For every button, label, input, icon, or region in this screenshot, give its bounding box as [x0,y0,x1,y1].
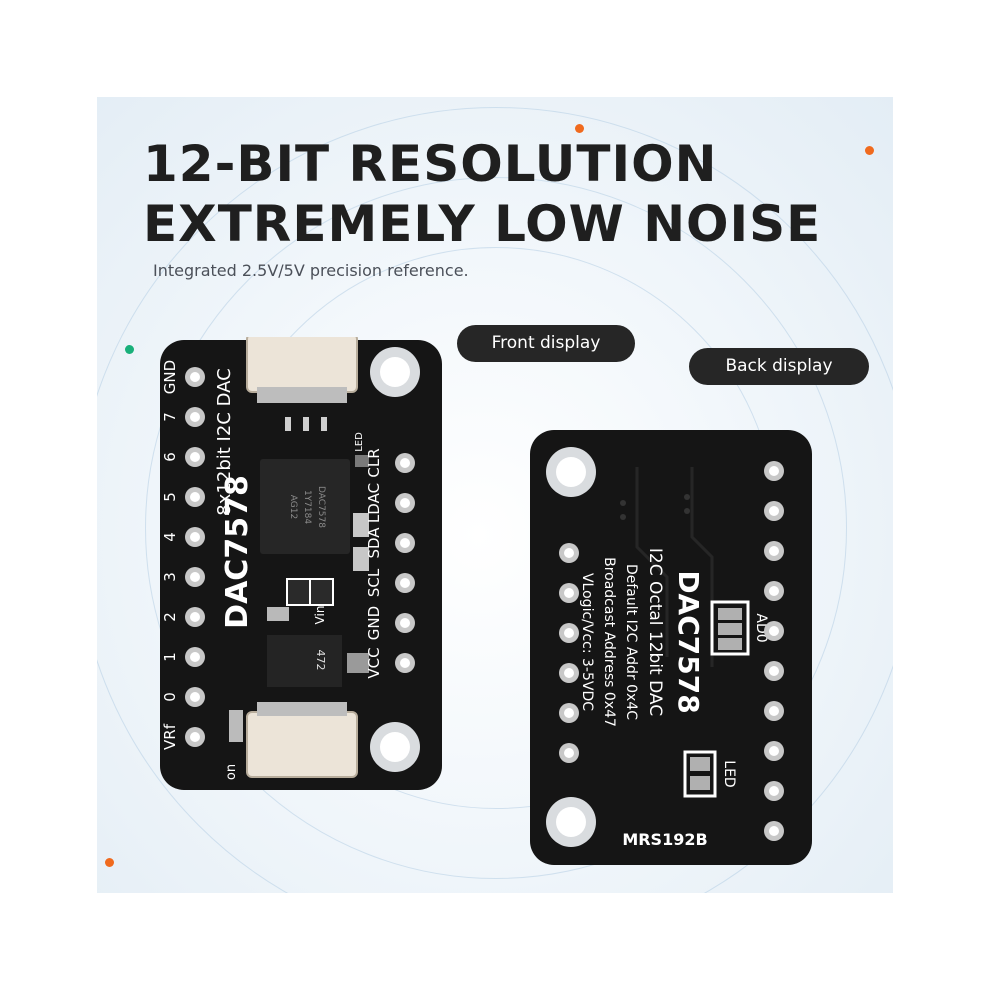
front-left-pin-label: VRf [161,723,179,750]
front-led-label: LED [354,432,365,452]
pin-hole [190,452,200,462]
front-left-pin-label: 4 [161,532,179,542]
pin-hole [564,588,574,598]
green-dot-decoration [125,345,134,354]
headline-line-2: EXTREMELY LOW NOISE [143,195,822,253]
front-right-pin-label: SCL [365,568,383,597]
headline-line-1: 12-BIT RESOLUTION [143,135,718,193]
front-left-pin-label: 6 [161,452,179,462]
front-left-pin-label: 3 [161,572,179,582]
back-led-label: LED [721,760,737,787]
front-model-text: DAC7578 [220,475,255,629]
front-right-pin-label: GND [365,606,383,640]
subheadline: Integrated 2.5V/5V precision reference. [153,261,469,280]
front-right-pin-label: VCC [365,647,383,678]
pin-hole [769,826,779,836]
pin-hole [769,706,779,716]
back-display-label: Back display [689,348,869,385]
pin-hole [190,412,200,422]
front-right-pin-header: CLR LDAC SDA SCL GND VCC [365,448,415,679]
pin-hole [400,658,410,668]
pin-hole [564,628,574,638]
pin-hole [564,708,574,718]
back-part-number: MRS192B [622,830,707,849]
decorative-ring [97,107,893,893]
pin-hole [400,578,410,588]
front-vin-label: Vin [313,606,327,625]
chip-marking-2: 1Y7184 [302,490,312,524]
front-left-pin-label: 0 [161,692,179,702]
pin-hole [400,538,410,548]
pin-hole [400,618,410,628]
back-text-line-1: I2C Octal 12bit DAC [645,548,665,716]
back-model-text: DAC7578 [672,570,705,713]
pin-hole [190,732,200,742]
pin-hole [769,546,779,556]
front-left-pin-label: 7 [161,412,179,422]
front-resistor-code: 472 [314,650,327,671]
back-text-line-2: Default I2C Addr 0x4C [623,564,639,720]
front-left-pin-label: GND [161,360,179,394]
pin-hole [190,492,200,502]
back-text-line-3: Broadcast Address 0x47 [601,557,617,727]
back-board-image: AD0 LED DAC7578 I2C Octal 12bit DAC Defa… [530,430,812,865]
back-right-pin-header [764,461,784,841]
pin-hole [564,748,574,758]
pin-hole [564,668,574,678]
pin-hole [769,586,779,596]
pin-hole [190,572,200,582]
pin-hole [400,498,410,508]
pin-hole [769,746,779,756]
front-display-label: Front display [457,325,635,362]
front-on-label: on [224,764,239,780]
product-panel: 12-BIT RESOLUTION EXTREMELY LOW NOISE In… [97,97,893,893]
chip-marking-1: DAC7578 [316,486,326,528]
pin-hole [190,612,200,622]
pin-hole [769,466,779,476]
pin-hole [190,692,200,702]
pin-hole [190,372,200,382]
pin-hole [769,626,779,636]
front-left-pin-label: 5 [161,492,179,502]
front-right-pin-label: LDAC [365,483,383,523]
back-left-pin-header [559,543,579,763]
front-left-pin-label: 2 [161,612,179,622]
pin-hole [190,652,200,662]
orange-dot-decoration [105,858,114,867]
front-description-text: 8x12bit I2C DAC [214,368,235,515]
pin-hole [769,786,779,796]
front-board-image: DAC7578 1Y7184 AG12 DAC7578 8x12bit I2C … [160,337,442,790]
pin-hole [769,666,779,676]
orange-dot-decoration [865,146,874,155]
front-right-pin-label: SDA [365,527,383,559]
back-text-line-4: VLogic/Vcc: 3-5VDC [579,573,595,711]
pin-hole [400,458,410,468]
front-left-pin-label: 1 [161,652,179,662]
pin-hole [769,506,779,516]
chip-marking-3: AG12 [288,495,298,519]
pin-hole [190,532,200,542]
pin-hole [564,548,574,558]
front-right-pin-label: CLR [365,448,383,477]
orange-dot-decoration [575,124,584,133]
